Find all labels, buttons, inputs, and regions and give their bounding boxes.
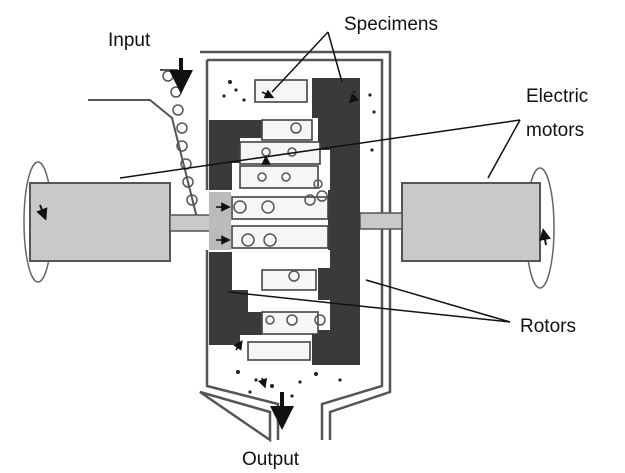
right-motor-body [401, 182, 541, 262]
right-rotor [312, 78, 360, 365]
rotors-leader-2 [365, 279, 511, 323]
specimens-label: Specimens [344, 14, 438, 35]
rotors-leader-1 [227, 291, 511, 323]
left-rotor-hub [209, 192, 231, 250]
debris-dots [222, 80, 376, 398]
input-label: Input [108, 30, 151, 51]
electric-motors-label-line1: Electric [526, 86, 588, 107]
left-motor-body [29, 182, 171, 262]
output-label: Output [242, 449, 300, 470]
specimen-particles [162, 70, 328, 326]
flow-arrows [216, 89, 359, 389]
leader-lines [119, 31, 521, 323]
specimen-slots [231, 79, 329, 361]
right-rotation-arrow [539, 228, 551, 246]
left-rotor [209, 120, 262, 345]
right-motor-shaft [359, 212, 403, 230]
left-motor-shaft [169, 214, 211, 232]
motors-leader-1 [119, 119, 521, 179]
left-electric-motor [23, 161, 211, 283]
electric-motors-label-line2: motors [526, 120, 584, 141]
motors-leader-2 [487, 119, 521, 179]
left-rotation-arrow [36, 204, 48, 221]
rotors-label: Rotors [520, 316, 576, 337]
specimens-leader-2 [327, 31, 343, 83]
right-electric-motor [359, 167, 555, 289]
specimens-leader-1 [271, 31, 329, 93]
